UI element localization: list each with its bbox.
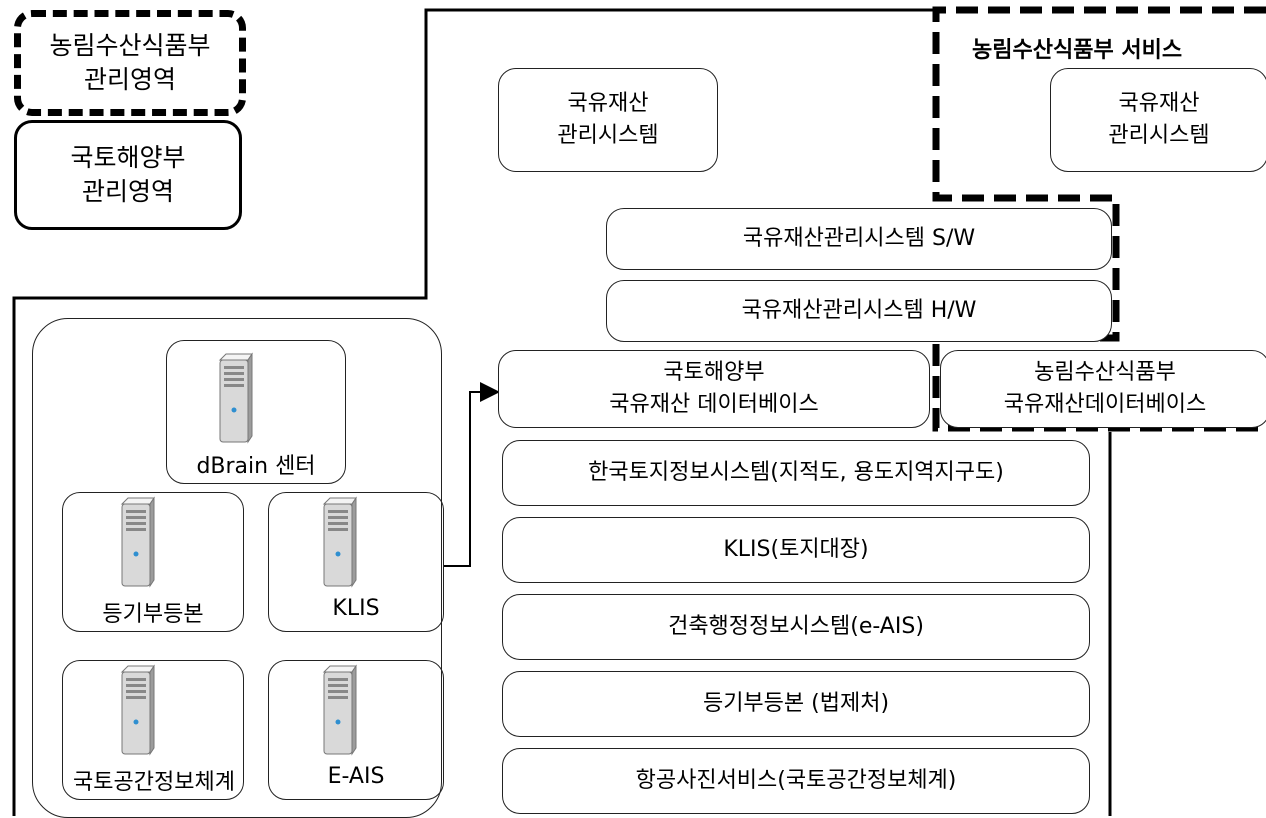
klis-to-db-arrow <box>444 382 500 567</box>
server-label-spatial: 국토공간정보체계 <box>73 770 235 795</box>
land-db-line1: 국토해양부 <box>663 360 765 385</box>
land-database-box: 국토해양부 국유재산 데이터베이스 <box>498 350 930 428</box>
agriculture-system-line1: 국유재산 <box>1118 91 1200 116</box>
agriculture-db-line1: 농림수산식품부 <box>1034 360 1176 385</box>
server-icon <box>322 664 357 756</box>
agriculture-system-line2: 관리시스템 <box>1108 123 1210 148</box>
linked-service-item: 항공사진서비스(국토공간정보체계) <box>502 748 1090 814</box>
land-system-line1: 국유재산 <box>567 91 649 116</box>
land-system-line2: 관리시스템 <box>557 123 659 148</box>
agriculture-db-line2: 국유재산데이터베이스 <box>1003 392 1207 417</box>
server-label-registry: 등기부등본 <box>102 602 204 627</box>
server-box-spatial <box>62 660 244 800</box>
agriculture-system-box: 국유재산 관리시스템 <box>1050 68 1266 172</box>
server-icon <box>322 496 357 588</box>
server-icon <box>120 496 155 588</box>
server-box-klis <box>268 492 444 632</box>
land-system-box: 국유재산 관리시스템 <box>498 68 718 172</box>
agriculture-database-box: 농림수산식품부 국유재산데이터베이스 <box>940 350 1266 428</box>
legend-agriculture-line2: 관리영역 <box>83 65 176 94</box>
server-icon <box>218 352 253 444</box>
server-label-klis: KLIS <box>332 596 380 621</box>
legend-agriculture-area: 농림수산식품부 관리영역 <box>14 10 246 116</box>
land-db-line2: 국유재산 데이터베이스 <box>609 392 819 417</box>
server-label-eais: E-AIS <box>327 764 385 789</box>
software-layer-box: 국유재산관리시스템 S/W <box>606 208 1112 270</box>
linked-service-item: KLIS(토지대장) <box>502 517 1090 583</box>
linked-service-item: 등기부등본 (법제처) <box>502 671 1090 737</box>
server-icon <box>120 664 155 756</box>
legend-land-line1: 국토해양부 <box>70 143 186 172</box>
dbrain-center-label: dBrain 센터 <box>196 454 316 479</box>
hardware-layer-box: 국유재산관리시스템 H/W <box>606 280 1112 342</box>
legend-land-area: 국토해양부 관리영역 <box>14 120 242 230</box>
server-box-registry <box>62 492 244 632</box>
linked-service-item: 한국토지정보시스템(지적도, 용도지역지구도) <box>502 440 1090 506</box>
dbrain-center-box <box>166 340 346 484</box>
server-box-eais <box>268 660 444 800</box>
legend-land-line2: 관리영역 <box>81 177 174 206</box>
legend-agriculture-line1: 농림수산식품부 <box>49 31 211 60</box>
linked-service-item: 건축행정정보시스템(e-AIS) <box>502 594 1090 660</box>
agriculture-service-title: 농림수산식품부 서비스 <box>972 38 1183 63</box>
